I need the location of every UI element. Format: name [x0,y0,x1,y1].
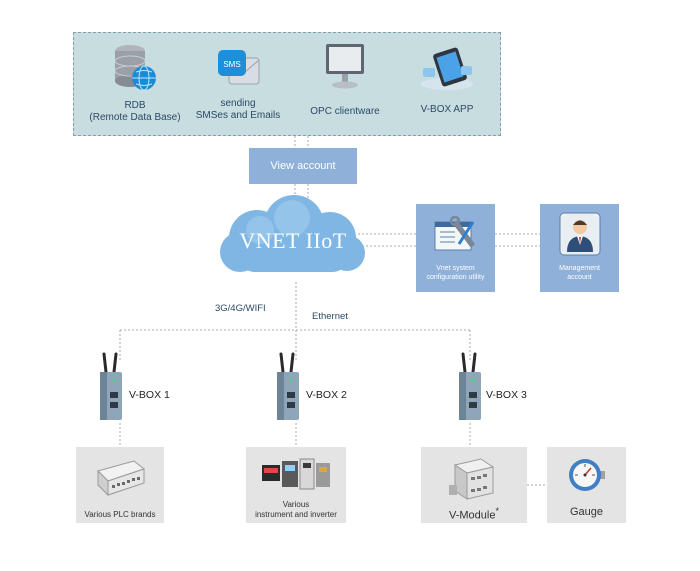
sms-text: SMS [223,60,240,69]
service-label: OPC clientware [310,106,380,117]
device-plc: Various PLC brands [76,447,164,523]
mobile-app-icon [421,47,473,90]
device-vmodule: V-Module* [421,447,527,523]
vbox-1-label: V-BOX 1 [129,389,170,401]
device-vmodule-label: V-Module* [421,506,527,522]
plc-icon [97,460,146,497]
config-utility-box: Vnet system configuration utility [416,204,495,292]
device-instruments-label-2: instrument and inverter [255,510,337,519]
management-label-1: Management [559,265,600,272]
service-sms-email: SMS sending SMSes and Emails [188,48,288,122]
device-gauge-label: Gauge [569,506,604,518]
config-tools-icon [434,216,475,251]
instruments-icon [262,458,330,490]
cloud-label: VNET IIoT [239,228,347,253]
device-gauge: Gauge [547,447,626,523]
vmodule-icon [449,458,495,500]
vbox-2-label: V-BOX 2 [306,389,347,401]
service-label: V-BOX APP [420,104,474,115]
gauge-icon [569,459,605,491]
vmodule-text: V-Module [449,509,496,522]
view-account-box: View account [249,148,357,184]
ethernet-link-label: Ethernet [312,311,348,322]
config-utility-label-2: configuration utility [426,274,485,281]
service-label: RDB [124,100,146,111]
service-label: sending [220,98,256,109]
device-instruments: Various instrument and inverter [246,447,346,523]
management-account-box: Management account [540,204,619,292]
manager-person-icon [559,212,601,256]
monitor-icon [326,44,364,89]
device-plc-label: Various PLC brands [84,510,156,519]
service-opc: OPC clientware [300,42,390,118]
vbox-router-icon [100,352,122,420]
vmodule-asterisk: * [495,506,499,516]
vbox-router-icon [277,352,299,420]
service-sublabel: SMSes and Emails [195,110,281,121]
management-label-2: account [567,274,592,281]
database-globe-icon [114,45,156,91]
service-sublabel: (Remote Data Base) [89,112,181,123]
wireless-link-label: 3G/4G/WIFI [215,303,266,314]
vbox-router-icon [459,352,481,420]
service-vbox-app: V-BOX APP [402,44,492,116]
cloud-icon [220,195,365,272]
device-instruments-label-1: Various [282,500,310,509]
config-utility-label-1: Vnet system [436,265,475,272]
sms-envelope-icon: SMS [218,50,260,85]
vbox-3-label: V-BOX 3 [486,389,527,401]
service-rdb: RDB (Remote Data Base) [80,42,190,124]
